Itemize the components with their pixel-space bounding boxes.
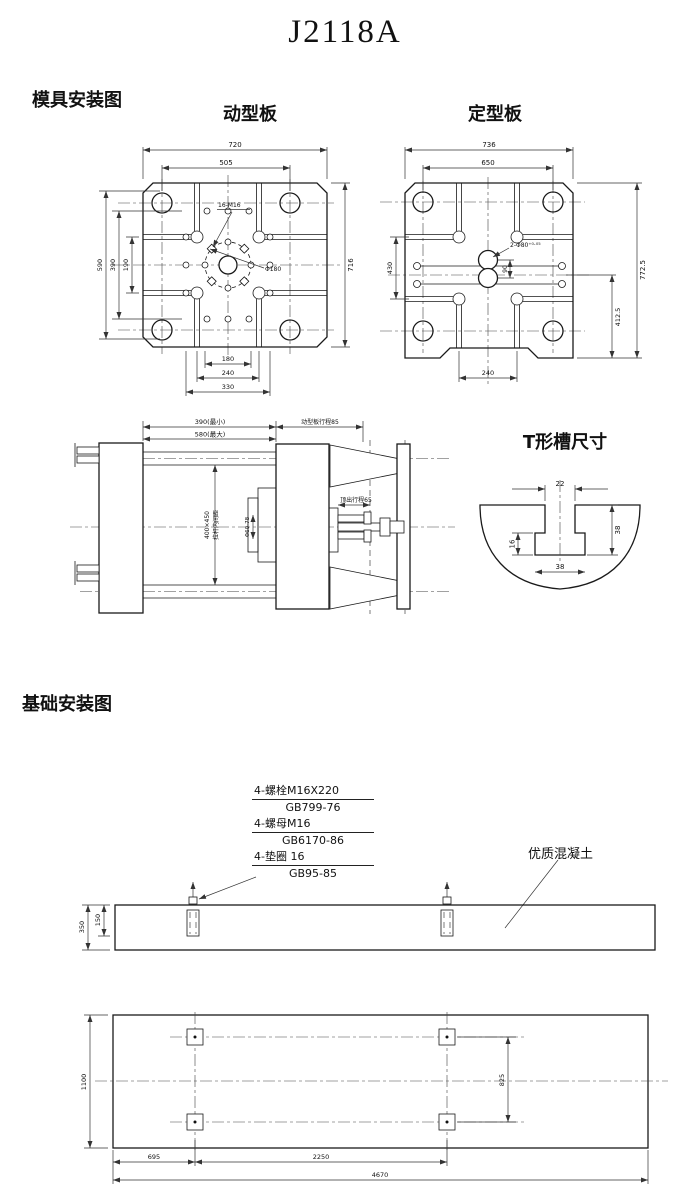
dim-top: 22 <box>556 480 565 488</box>
tie-bars <box>143 451 276 599</box>
anchor-bolt-plan <box>186 1028 456 1131</box>
centerlines <box>112 175 340 357</box>
dim-left-mid: 390 <box>109 259 117 271</box>
dim-left: 430 <box>386 262 394 274</box>
foundation-drawing: 350 150 1100 825 695 2250 <box>78 859 668 1184</box>
callout-line: 4-螺栓M16X220 <box>252 783 374 800</box>
dim-center: 90 <box>502 265 509 273</box>
holes-annotation: 16-M16 <box>218 202 241 209</box>
moving-platen-block <box>247 443 330 610</box>
mold-section-heading: 模具安装图 <box>32 90 122 111</box>
moving-platen-drawing: 16-M16 Φ180 720 505 716 190 390 590 <box>96 141 355 396</box>
center-holes <box>413 249 566 289</box>
concrete-leader <box>504 859 559 929</box>
dimensions: 720 505 716 190 390 590 180 240 330 <box>96 141 355 396</box>
t-slot-section <box>479 504 641 590</box>
section-dimensions: 350 150 <box>78 904 110 951</box>
dim-max: 580(最大) <box>195 430 225 439</box>
dimensions: 390(最小) 580(最大) 动型板行程85 400×450 拉杆内间距 Φ6… <box>142 417 372 585</box>
center-hole-pattern <box>182 207 274 323</box>
dim-bottom-mid: 240 <box>222 369 234 377</box>
bolt-circle-callout: Φ180 <box>209 248 281 273</box>
t-slots <box>405 183 573 348</box>
hole-callout: 16-M16 <box>212 202 250 248</box>
callout-line: GB6170-86 <box>281 834 345 847</box>
side-view-drawing: 390(最小) 580(最大) 动型板行程85 400×450 拉杆内间距 Φ6… <box>70 417 455 614</box>
fixed-platen-drawing: 2-Φ80⁺⁰·⁰⁵ 90 736 650 772.5 412.5 430 24… <box>380 141 647 385</box>
moving-platen-label: 动型板 <box>223 104 277 125</box>
concrete-label: 优质混凝土 <box>528 847 594 862</box>
dim-width-outer: 720 <box>228 141 241 149</box>
anchor-bolt-section <box>186 882 200 937</box>
dim-plan-width: 1100 <box>80 1074 88 1091</box>
dim-depth-total: 350 <box>78 921 86 933</box>
platen-outline <box>142 182 328 348</box>
bolt-circle-annotation: Φ180 <box>265 266 281 273</box>
dim-stroke: 动型板行程85 <box>301 418 339 426</box>
anchor-bolt-callout: 4-螺栓M16X220 GB799-76 4-螺母M16 GB6170-86 4… <box>252 783 374 882</box>
tie-bar-holes <box>412 191 564 342</box>
concrete-slab-section <box>114 904 656 951</box>
t-slots <box>143 183 327 347</box>
callout-line: 4-垫圈 16 <box>252 849 374 866</box>
dim-left-offset: 695 <box>148 1153 160 1161</box>
callout-line: GB799-76 <box>285 801 341 814</box>
dim-left-inner: 190 <box>122 259 130 271</box>
dim-depth: 38 <box>614 526 622 535</box>
platen-outline <box>404 182 574 359</box>
callout-leader <box>198 876 257 900</box>
dim-height-outer: 772.5 <box>639 260 647 280</box>
dim-bolt-span-y: 825 <box>498 1074 506 1086</box>
dim-height: 716 <box>347 258 355 272</box>
t-slot-drawing: 22 38 38 16 <box>479 480 641 590</box>
tie-bar-label: 拉杆内间距 <box>212 510 220 540</box>
dim-min: 390(最小) <box>195 417 225 426</box>
dimensions: 736 650 772.5 412.5 430 240 <box>386 141 647 382</box>
callout-line: 4-螺母M16 <box>252 816 374 833</box>
dim-bottom: 38 <box>556 563 565 571</box>
dim-depth-embed: 150 <box>94 914 102 926</box>
rear-block <box>74 442 144 614</box>
t-slot-title: T形槽尺寸 <box>522 432 608 453</box>
anchor-bolt-section <box>440 882 454 937</box>
dim-width-inner: 505 <box>219 159 232 167</box>
ejector-dim: 顶出行程65 <box>340 496 372 504</box>
page-title: J2118A <box>288 14 402 50</box>
toggle-cones <box>329 443 411 610</box>
dim-total-length: 4670 <box>372 1171 389 1179</box>
fixed-platen-label: 定型板 <box>468 104 522 125</box>
ejector-assembly <box>328 507 405 553</box>
dim-width-outer: 736 <box>482 141 496 149</box>
callout-line: GB95-85 <box>288 867 338 880</box>
dim-height-inner: 412.5 <box>614 308 622 327</box>
foundation-heading: 基础安装图 <box>22 694 112 715</box>
plan-view <box>95 1012 668 1152</box>
dim-bottom: 240 <box>482 369 494 377</box>
dim-bottom-inner: 180 <box>222 355 234 363</box>
tie-bar-holes <box>151 192 301 341</box>
dim-bottom-outer: 330 <box>222 383 234 391</box>
dimensions: 22 38 38 16 <box>509 480 622 575</box>
dim-lip: 16 <box>509 539 517 548</box>
tie-bar-dim: 400×450 <box>204 511 211 539</box>
centerlines <box>380 177 590 385</box>
plan-dimensions: 1100 825 695 2250 4670 <box>80 1014 649 1184</box>
dim-width-inner: 650 <box>481 159 494 167</box>
sprue-dim: Φ60-78 <box>245 516 251 537</box>
sprue-hole-callout: 2-Φ80⁺⁰·⁰⁵ 90 <box>492 242 541 279</box>
sprue-holes-annotation: 2-Φ80⁺⁰·⁰⁵ <box>510 242 541 249</box>
dim-left-outer: 590 <box>96 259 104 271</box>
dim-bolt-span-x: 2250 <box>313 1153 330 1161</box>
